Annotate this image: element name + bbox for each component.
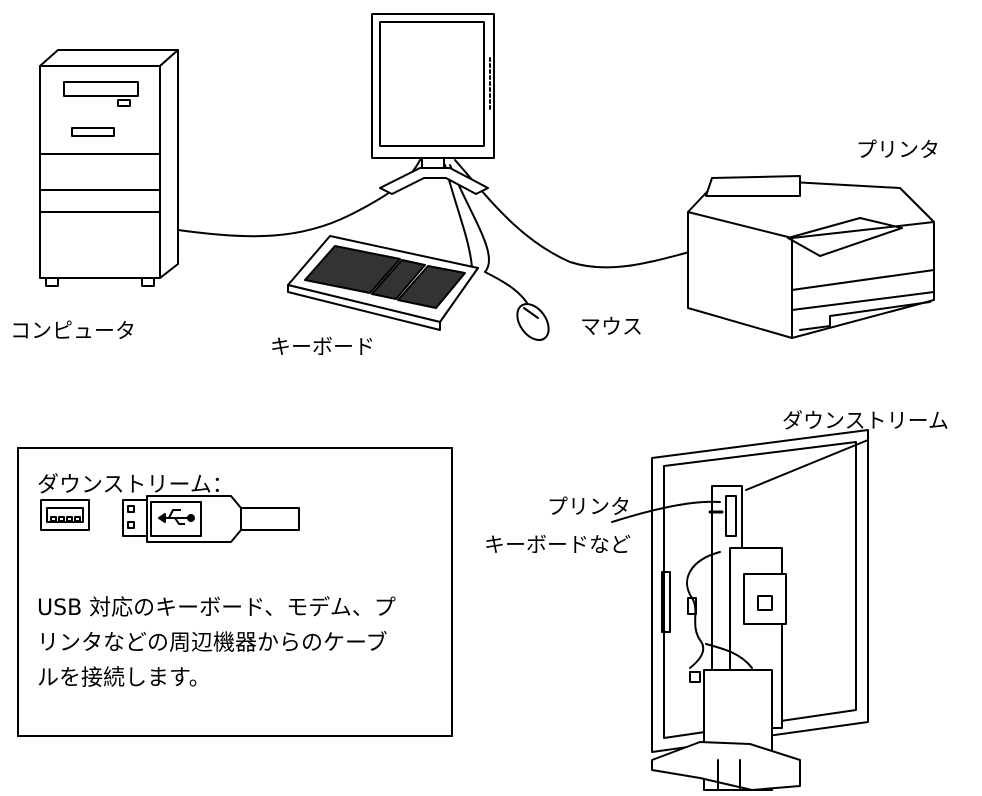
rear-downstream-label: ダウンストリーム	[782, 409, 949, 433]
monitor-rear-view-icon	[611, 429, 869, 791]
downstream-title: ダウンストリーム：	[37, 473, 234, 498]
monitor-icon	[371, 13, 495, 195]
printer-icon	[687, 175, 935, 339]
mouse-icon	[516, 302, 550, 342]
printer-label: プリンタ	[856, 138, 940, 162]
downstream-info-box: ダウンストリーム：	[17, 447, 453, 737]
rear-keyboard-etc-label: キーボードなど	[484, 533, 631, 557]
printer-cable	[454, 159, 691, 269]
description-line: リンタなどの周辺機器からのケーブ	[37, 631, 388, 656]
keyboard-icon	[287, 235, 479, 331]
keyboard-label: キーボード	[270, 335, 375, 359]
computer-monitor-cable	[177, 159, 421, 238]
mouse-label: マウス	[580, 315, 643, 339]
computer-label: コンピュータ	[10, 319, 136, 343]
usb-a-plug-icon	[122, 495, 300, 543]
description-line: USB 対応のキーボード、モデム、プ	[37, 596, 396, 621]
mouse-cable	[449, 164, 531, 309]
usb-icons	[40, 495, 300, 543]
usb-a-port-icon	[40, 499, 90, 531]
computer-tower-icon	[39, 49, 179, 287]
downstream-description: USB 対応のキーボード、モデム、プ リンタなどの周辺機器からのケーブ ルを接続…	[37, 591, 447, 696]
description-line: ルを接続します。	[37, 666, 211, 691]
rear-printer-label: プリンタ	[547, 495, 631, 519]
